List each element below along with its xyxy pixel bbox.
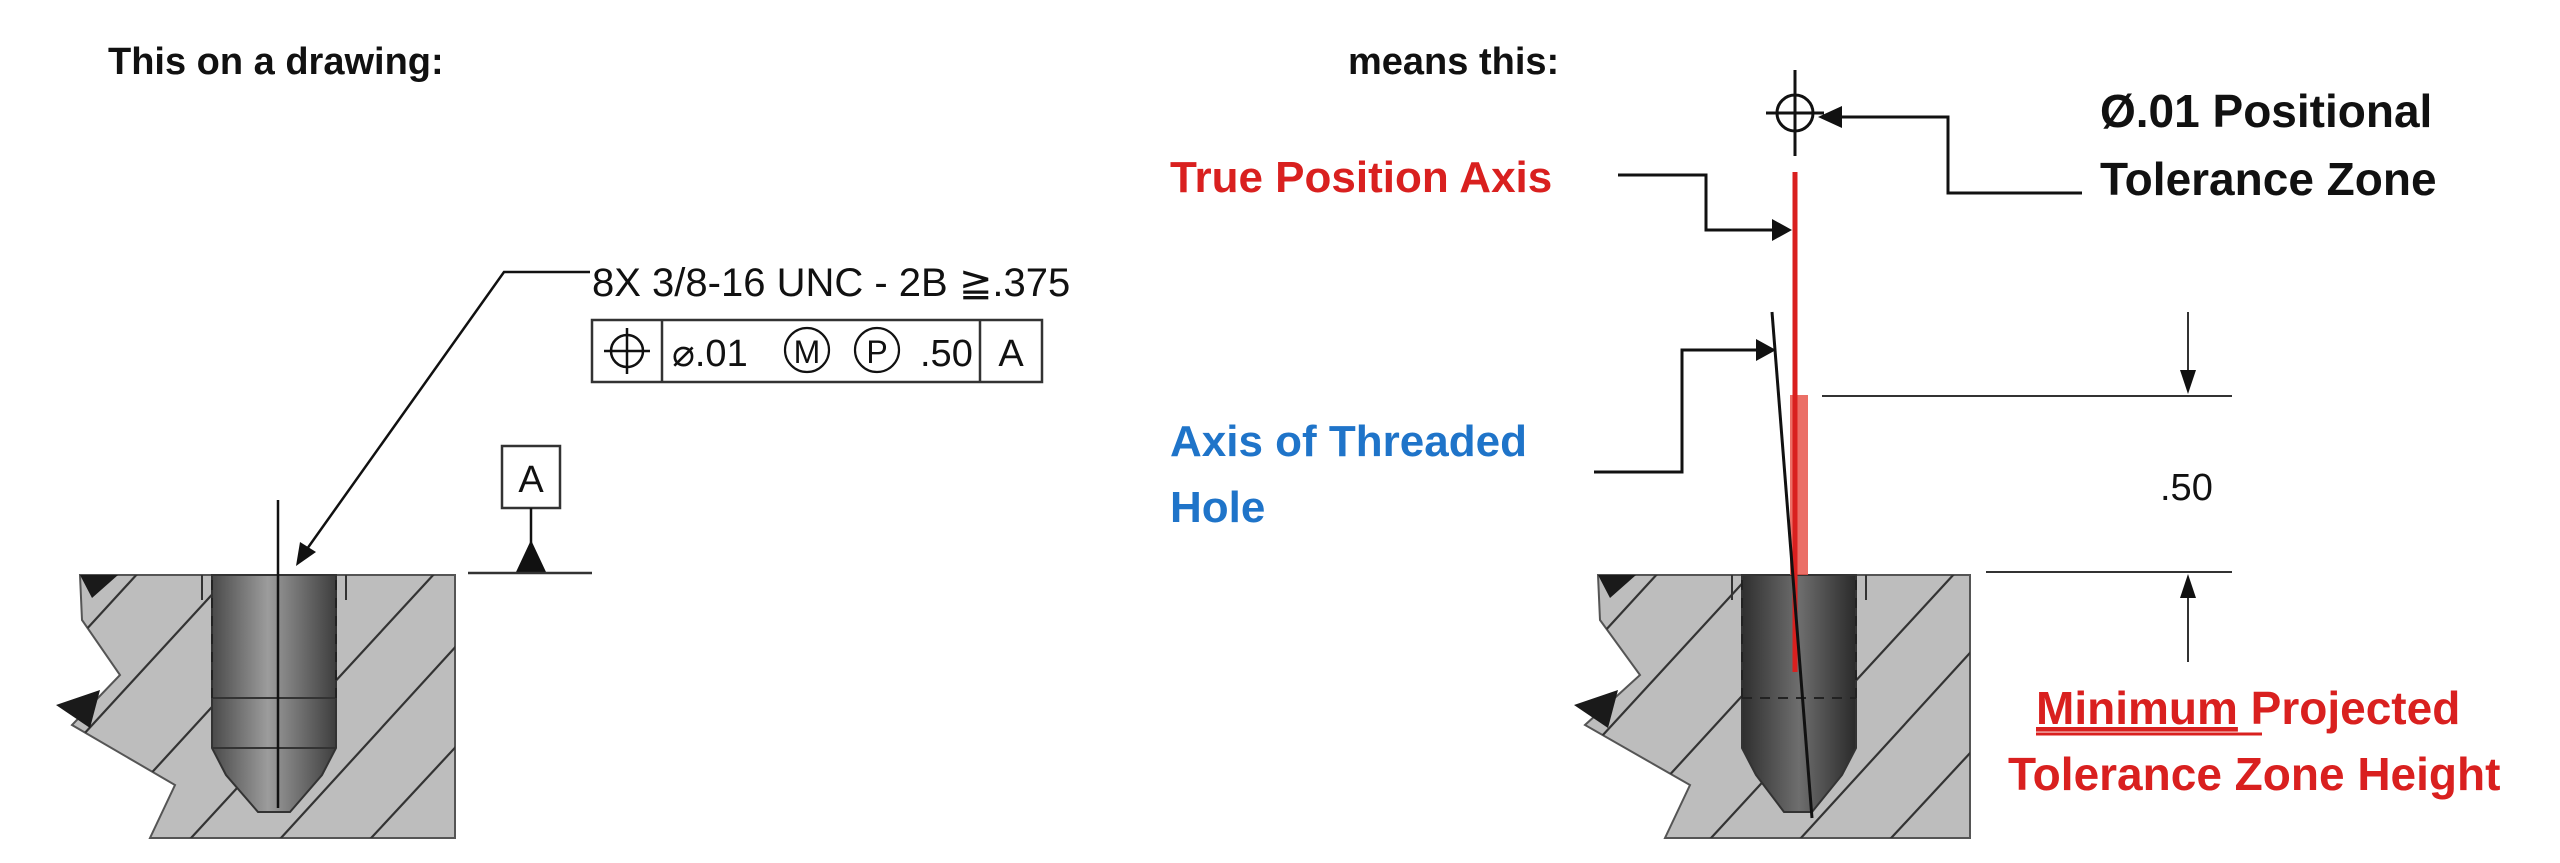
min-projected-label-line2: Tolerance Zone Height — [2008, 748, 2500, 800]
threaded-axis-label-line2: Hole — [1170, 483, 1265, 532]
right-heading: means this: — [1348, 41, 1559, 83]
true-position-leader — [1618, 173, 1778, 232]
left-part-section — [56, 500, 456, 839]
projected-modifier-circle — [853, 326, 901, 374]
threaded-axis-leader — [1594, 348, 1762, 474]
datum-feature-symbol: A — [468, 444, 592, 575]
right-threaded-hole — [1741, 574, 1857, 813]
projected-height-dimension: .50 — [1822, 312, 2232, 662]
positional-zone-label-line1: Ø.01 Positional — [2100, 85, 2432, 137]
fcf-projected-height: .50 — [920, 333, 973, 375]
left-threaded-hole — [211, 574, 337, 813]
threaded-hole-axis-line — [1770, 311, 1814, 819]
right-part-section — [1574, 574, 1971, 839]
positional-zone-label-line2: Tolerance Zone — [2100, 153, 2437, 205]
fcf-datum: A — [998, 333, 1024, 375]
threaded-axis-arrowhead — [1756, 339, 1776, 361]
min-word: Minimum — [2036, 682, 2238, 734]
datum-label: A — [518, 459, 544, 501]
positional-zone-symbol-icon — [1766, 70, 1824, 156]
fcf-mmc-modifier: M — [794, 334, 821, 370]
fcf-tolerance: ⌀.01 — [672, 333, 748, 375]
position-symbol-icon — [604, 328, 650, 374]
true-position-arrowhead — [1772, 219, 1792, 241]
fcf-projected-modifier: P — [866, 334, 887, 370]
min-rest: Projected — [2238, 682, 2460, 734]
left-heading: This on a drawing: — [108, 41, 444, 83]
feature-control-frame: ⌀.01 M P .50 A — [590, 318, 1044, 384]
min-projected-label-line1: Minimum Projected — [2036, 682, 2460, 734]
callout-arrowhead — [296, 542, 316, 566]
positional-zone-arrowhead — [1818, 106, 1842, 128]
dimension-value: .50 — [2160, 467, 2213, 509]
positional-zone-leader — [1832, 115, 2082, 195]
callout-leader — [300, 270, 590, 557]
threaded-axis-label-line1: Axis of Threaded — [1170, 417, 1527, 466]
true-position-axis-label: True Position Axis — [1170, 153, 1552, 202]
mmc-modifier-circle — [783, 326, 831, 374]
thread-callout: 8X 3/8-16 UNC - 2B ≧.375 — [592, 261, 1070, 305]
